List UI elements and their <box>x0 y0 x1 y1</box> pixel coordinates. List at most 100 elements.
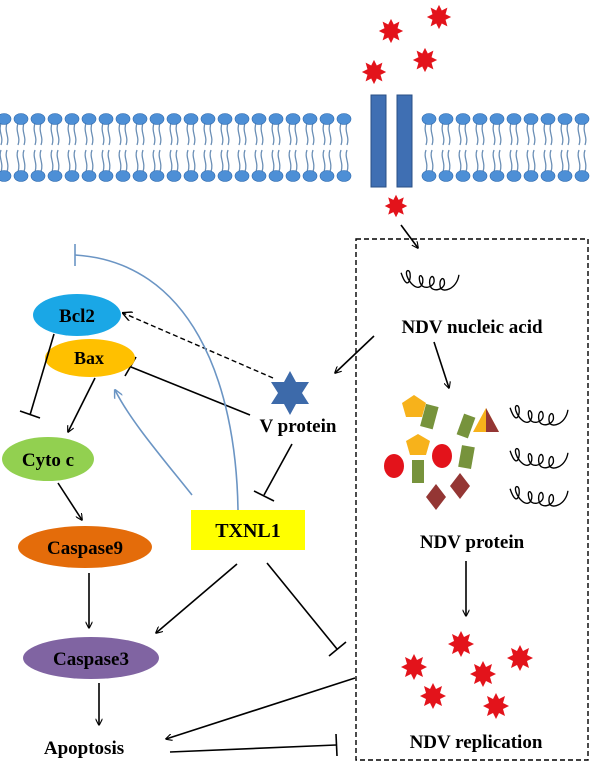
lipid-head <box>302 113 318 125</box>
ndv-nucleic-acid-label: NDV nucleic acid <box>401 317 543 338</box>
lipid-head <box>115 113 131 125</box>
lipid-tail <box>492 122 502 146</box>
lipid-head <box>64 113 80 125</box>
lipid-tail <box>288 122 298 146</box>
lipid-tail <box>237 149 247 173</box>
lipid-tail <box>84 122 94 146</box>
lipid-tail <box>271 149 281 173</box>
lipid-head <box>285 170 301 182</box>
lipid-tail <box>509 122 519 146</box>
oval-protein-icon <box>432 444 452 468</box>
lipid-tail <box>101 149 111 173</box>
lipid-head <box>472 170 488 182</box>
lipid-head <box>30 113 46 125</box>
lipid-tail <box>50 149 60 173</box>
lipid-tail <box>509 149 519 173</box>
lipid-head <box>217 113 233 125</box>
lipid-tail <box>560 149 570 173</box>
nucleic-acid-icon <box>509 404 569 426</box>
lipid-head <box>319 170 335 182</box>
ndv-virions-replicated <box>401 631 533 719</box>
virion-icon <box>483 693 509 719</box>
rect-protein-icon <box>420 403 439 430</box>
lipid-head <box>489 113 505 125</box>
rect-protein-icon <box>458 445 475 470</box>
lipid-head <box>13 170 29 182</box>
lipid-head <box>98 113 114 125</box>
viral-replication-box <box>355 238 589 761</box>
caspase9-label: Caspase9 <box>47 538 123 559</box>
lipid-head <box>302 170 318 182</box>
cyto-c-label: Cyto c <box>22 450 74 471</box>
lipid-tail <box>0 122 9 146</box>
lipid-tail <box>84 149 94 173</box>
lipid-tail <box>186 149 196 173</box>
lipid-tail <box>118 149 128 173</box>
lipid-head <box>421 113 437 125</box>
arrow-replication-to-apoptosis <box>166 677 356 739</box>
virion-icon <box>507 645 533 671</box>
lipid-tail <box>203 122 213 146</box>
lipid-tail <box>441 122 451 146</box>
lipid-head <box>557 170 573 182</box>
lipid-tail <box>424 122 434 146</box>
v-protein-star-icon <box>271 371 309 415</box>
lipid-tail <box>458 149 468 173</box>
txnl1-node <box>191 510 305 550</box>
pentagon-protein-icon <box>402 395 426 417</box>
diamond-protein-icon <box>450 473 470 499</box>
lipid-head <box>217 170 233 182</box>
lipid-head <box>336 113 352 125</box>
lipid-tail <box>254 122 264 146</box>
caspase3-label: Caspase3 <box>53 649 129 670</box>
lipid-tail <box>305 122 315 146</box>
lipid-head <box>115 170 131 182</box>
lipid-head <box>523 170 539 182</box>
lipid-tail <box>526 122 536 146</box>
pentagon-protein-icon <box>406 434 430 455</box>
lipid-tail <box>237 122 247 146</box>
lipid-head <box>183 170 199 182</box>
lipid-head <box>81 170 97 182</box>
lipid-tail <box>560 122 570 146</box>
lipid-head <box>438 113 454 125</box>
lipid-head <box>200 170 216 182</box>
lipid-head <box>489 170 505 182</box>
lipid-tail <box>543 149 553 173</box>
arrow-cyto-to-caspase9 <box>57 482 82 520</box>
virion-icon <box>384 194 408 218</box>
virion-icon <box>426 4 452 30</box>
lipid-head <box>30 170 46 182</box>
rect-protein-icon <box>456 413 476 439</box>
arrow-nucleic-to-vprotein <box>335 335 375 373</box>
lipid-tail <box>169 122 179 146</box>
arrow-bax-to-cyto <box>68 377 96 432</box>
nucleic-acid-icon <box>400 269 460 291</box>
lipid-tail <box>152 149 162 173</box>
lipid-head <box>557 113 573 125</box>
lipid-head <box>251 113 267 125</box>
lipid-head <box>132 170 148 182</box>
diamond-protein-icon <box>426 484 446 510</box>
virion-icon <box>420 683 446 709</box>
inhibit-txnl1-replication <box>266 562 347 657</box>
lipid-head <box>98 170 114 182</box>
ndv-protein-shapes <box>384 395 499 510</box>
virion-icon <box>412 47 438 73</box>
lipid-tail <box>0 149 9 173</box>
lipid-tail <box>152 122 162 146</box>
virion-icon <box>401 654 427 680</box>
nucleic-acid-icon <box>509 447 569 469</box>
virion-icon <box>470 661 496 687</box>
lipid-head <box>455 113 471 125</box>
cell-membrane <box>0 113 590 182</box>
caspase9-node <box>18 526 152 568</box>
lipid-tail <box>577 122 587 146</box>
inhibit-vprotein-txnl1 <box>253 443 293 502</box>
ndv-protein-label: NDV protein <box>420 532 525 553</box>
lipid-head <box>285 113 301 125</box>
rect-protein-icon <box>412 460 424 483</box>
lipid-tail <box>50 122 60 146</box>
lipid-tail <box>220 122 230 146</box>
lipid-tail <box>441 149 451 173</box>
